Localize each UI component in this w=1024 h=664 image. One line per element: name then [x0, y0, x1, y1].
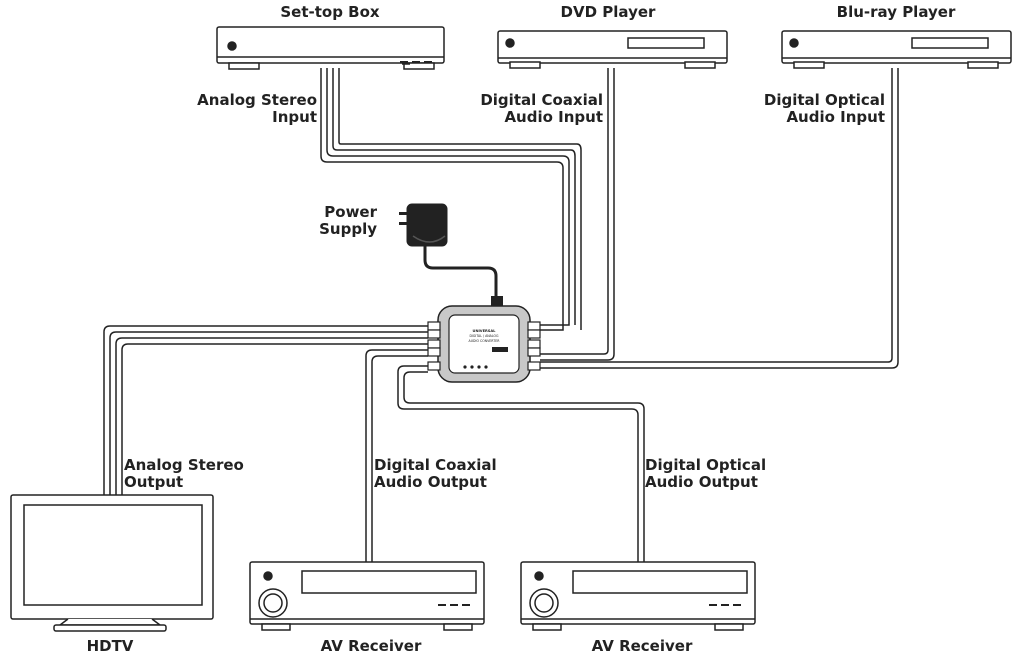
- av-receiver-1-title: AV Receiver: [320, 637, 422, 655]
- av-receiver-2-device: [520, 561, 756, 631]
- cable-analog-output: [103, 325, 428, 495]
- svg-text:DIGITAL / ANALOG: DIGITAL / ANALOG: [470, 334, 499, 338]
- cable-optical-input: [540, 68, 899, 369]
- cable-power: [423, 245, 498, 300]
- settop-box-device: [216, 26, 445, 70]
- av-receiver-2-title: AV Receiver: [591, 637, 693, 655]
- cable-coax-input: [540, 68, 615, 361]
- svg-text:AUDIO CONVERTER: AUDIO CONVERTER: [469, 339, 501, 343]
- dvd-player-title: DVD Player: [560, 3, 656, 21]
- dvd-player-device: [497, 30, 728, 69]
- svg-text:UNIVERSAL: UNIVERSAL: [473, 329, 497, 333]
- cable-analog-input: [320, 68, 582, 331]
- bluray-player-title: Blu-ray Player: [836, 3, 956, 21]
- bluray-player-device: [781, 30, 1012, 69]
- cable-optical-output: [397, 365, 645, 562]
- hdtv-title: HDTV: [86, 637, 134, 655]
- power-adapter-icon: [399, 203, 448, 247]
- converter-device: UNIVERSAL DIGITAL / ANALOG AUDIO CONVERT…: [427, 305, 541, 383]
- cable-coax-output: [365, 349, 428, 562]
- av-receiver-1-device: [249, 561, 485, 631]
- hdtv-device: [10, 494, 214, 632]
- settop-box-title: Set-top Box: [280, 3, 380, 21]
